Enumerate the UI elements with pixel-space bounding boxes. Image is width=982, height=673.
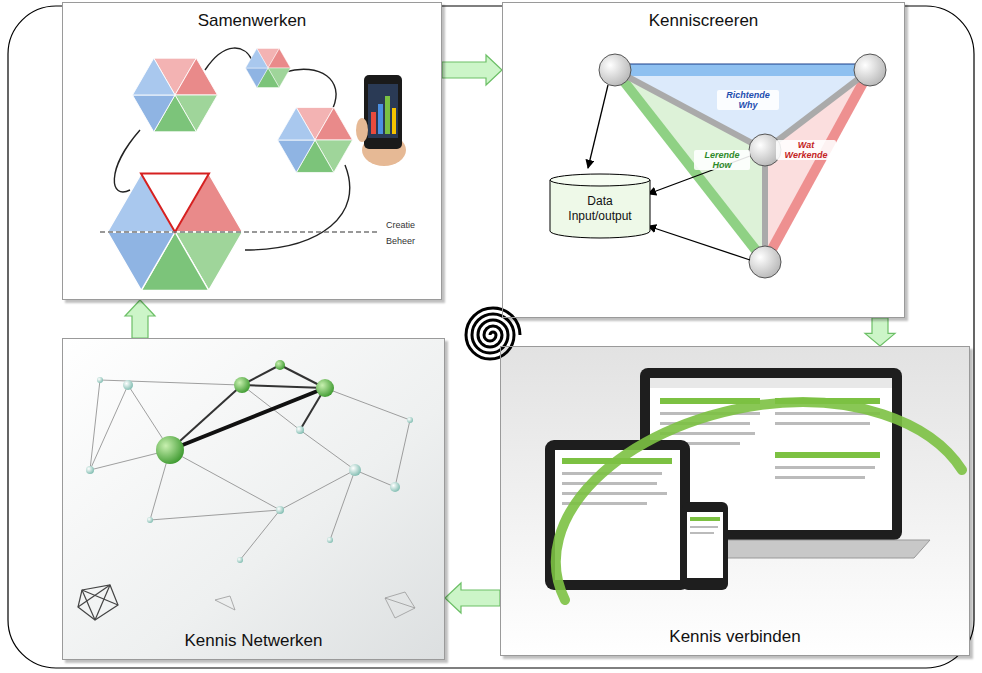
diagram-label: Beheer: [384, 236, 417, 246]
flow-arrow: [865, 318, 895, 346]
diagram-label: Wat Werkende: [776, 140, 836, 161]
panel-ground: [62, 2, 442, 300]
panel-title: Samenwerken: [63, 11, 441, 31]
panel-box: Kennis verbinden: [500, 346, 970, 656]
panel-box: Kennis Netwerken: [62, 338, 445, 660]
diagram-label: Richtende Why: [717, 90, 779, 111]
hexagon-network: [100, 48, 378, 290]
outer-frame: [8, 6, 974, 668]
flow-arrow: [445, 583, 500, 613]
diagram-label: Creatie: [384, 220, 417, 230]
flow-arrow: [442, 55, 502, 85]
smartphone-picture: [356, 75, 406, 166]
panel-title: Kenniscreeren: [503, 11, 904, 31]
knowledge-triangle: [588, 54, 886, 278]
node-label: Data Input/output: [558, 188, 642, 224]
panel-box: Samenwerken: [62, 2, 442, 300]
panel-ground: [62, 338, 445, 660]
database-cylinder: Data Input/output: [549, 173, 651, 239]
diagram-label: Lerende How: [694, 150, 750, 171]
flow-arrow: [125, 300, 155, 338]
panel-title: Kennis verbinden: [501, 627, 969, 647]
panel-ground: [502, 2, 905, 318]
panel-ground: [500, 346, 970, 656]
devices-picture: [545, 368, 962, 600]
panel-title: Kennis Netwerken: [63, 631, 444, 651]
network-picture: [78, 360, 415, 620]
spiral-symbol: [466, 308, 520, 359]
